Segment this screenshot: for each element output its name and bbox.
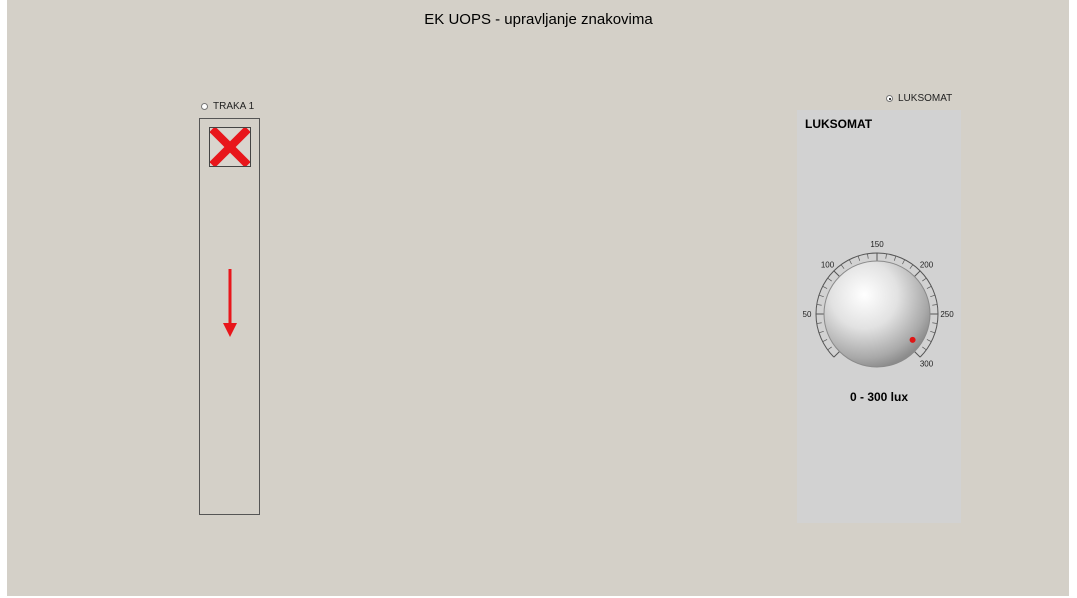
dial-minor-tick [922,346,927,351]
dial-minor-tick [926,339,932,343]
dial-minor-tick [885,253,887,259]
lane-panel [199,118,260,515]
luksomat-radio-button[interactable] [886,95,893,102]
dial-knob[interactable] [823,260,931,368]
luksomat-radio-label: LUKSOMAT [898,93,953,104]
dial-indicator [909,336,916,343]
dial-major-tick [914,270,921,277]
dial-minor-tick [818,330,824,334]
dial-major-tick [914,351,921,358]
dial-ticks [815,252,939,358]
dial-minor-tick [822,339,828,343]
dial-minor-tick [867,253,869,259]
dial-minor-tick [848,259,852,265]
luksomat-radio[interactable]: LUKSOMAT [886,93,952,104]
dial-minor-tick [893,255,897,261]
dial-minor-tick [822,285,828,289]
dial-minor-tick [909,264,914,269]
dial-minor-tick [932,322,938,324]
dial-minor-tick [922,277,927,282]
dial-tick-labels: 50 100 150 200 250 300 [803,240,955,368]
dial-tick-label: 200 [920,261,934,270]
luksomat-panel-title: LUKSOMAT [805,117,873,131]
dial-minor-tick [827,277,832,282]
dial-major-tick [833,270,840,277]
dial-minor-tick [902,259,906,265]
dial-tick-label: 250 [940,310,954,319]
dial-minor-tick [926,285,932,289]
dial-minor-tick [857,255,861,261]
lane-radio-button[interactable] [201,103,208,110]
dial-minor-tick [816,304,822,306]
luksomat-panel: LUKSOMAT 50 100 150 200 250 300 0 - 300 lux [797,110,961,523]
lane-radio[interactable]: TRAKA 1 [201,101,254,112]
dial-tick-label: 50 [803,310,812,319]
dial-minor-tick [816,322,822,324]
dial-minor-tick [932,304,938,306]
dial-major-tick [833,351,840,358]
dial-minor-tick [827,346,832,351]
dial-minor-tick [840,264,845,269]
lane-radio-label: TRAKA 1 [213,101,255,112]
lux-dial[interactable]: 50 100 150 200 250 300 [797,240,961,380]
dial-tick-label: 100 [821,261,835,270]
dial-tick-label: 300 [920,359,934,368]
dial-minor-tick [818,294,824,298]
page-title: EK UOPS - upravljanje znakovima [424,11,653,28]
red-x-icon[interactable] [209,126,251,168]
lux-range-label: 0 - 300 lux [849,390,909,404]
dial-minor-tick [930,294,936,298]
dial-minor-tick [930,330,936,334]
dial-tick-label: 150 [870,240,884,249]
arrow-down-icon [223,269,237,337]
